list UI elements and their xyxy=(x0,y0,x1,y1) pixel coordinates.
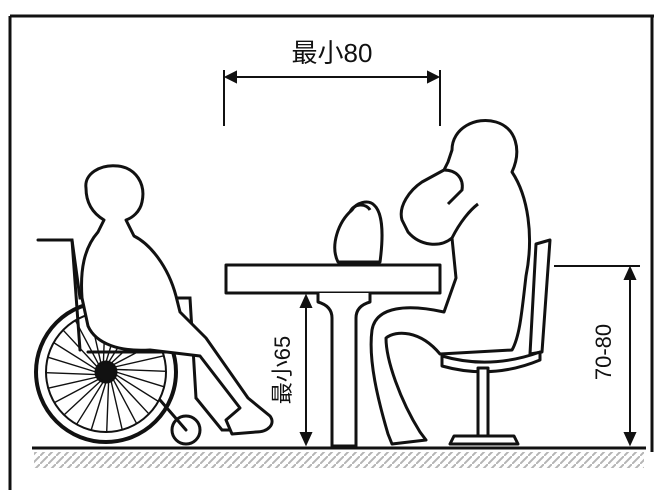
wheel-spoke xyxy=(52,341,98,371)
seat-height-dimension xyxy=(554,265,640,447)
wheel-spoke xyxy=(53,378,100,404)
wheel-spoke xyxy=(110,379,123,431)
table-height-dimension xyxy=(299,293,313,447)
wheel-spoke xyxy=(114,368,167,372)
wheel-spoke xyxy=(47,356,97,373)
bag-icon xyxy=(333,200,384,264)
wheel-spoke xyxy=(112,378,138,425)
seat-height-label: 70-80 xyxy=(591,324,616,380)
chair-icon xyxy=(440,238,552,446)
wheel-spoke xyxy=(90,381,107,431)
wheel-spoke xyxy=(114,373,160,403)
wheelchair-user-icon xyxy=(80,164,274,436)
table xyxy=(224,263,442,448)
wheel-spoke xyxy=(115,371,165,388)
wheel-spoke xyxy=(113,355,165,368)
seated-person-icon xyxy=(369,119,532,446)
floor xyxy=(32,446,646,468)
wheel-spoke xyxy=(63,379,102,416)
wheel-spoke xyxy=(106,380,110,433)
top-width-label: 最小80 xyxy=(292,38,373,68)
wheel-spoke xyxy=(113,376,150,415)
wheel-spoke xyxy=(45,372,98,376)
frame xyxy=(8,14,654,490)
top-width-dimension xyxy=(223,70,441,126)
table-height-label: 最小65 xyxy=(270,336,295,404)
wheel-spoke xyxy=(47,376,99,389)
wheel-spoke xyxy=(75,380,105,426)
